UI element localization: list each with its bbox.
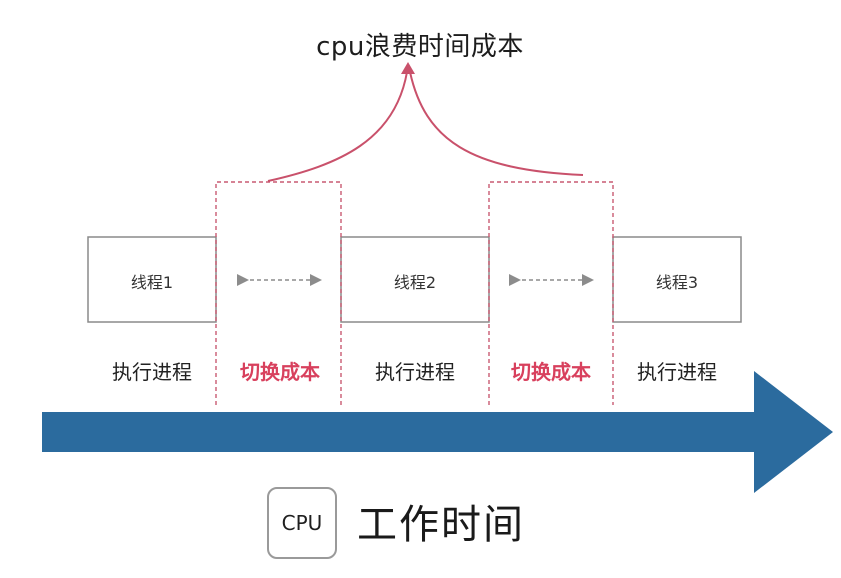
- thread-label-2: 线程2: [393, 273, 437, 292]
- thread-box-3: [612, 236, 742, 323]
- cpu-chip-icon: CPU: [267, 487, 337, 559]
- thread-label-1: 线程1: [130, 273, 174, 292]
- work-time-caption: 工作时间: [357, 502, 525, 548]
- phase-label-switch-1: 切换成本: [240, 360, 320, 384]
- thread-box-2: [340, 236, 490, 323]
- phase-label-exec-3: 执行进程: [637, 360, 717, 384]
- phase-label-exec-1: 执行进程: [112, 360, 192, 384]
- cpu-chip-label: CPU: [281, 511, 323, 535]
- waste-curve-right: [409, 71, 584, 176]
- switch-region-2: [488, 181, 614, 405]
- thread-box-1: [87, 236, 217, 323]
- waste-curve-arrowhead: [401, 62, 415, 74]
- thread-label-3: 线程3: [655, 273, 699, 292]
- phase-label-switch-2: 切换成本: [511, 360, 591, 384]
- phase-label-exec-2: 执行进程: [375, 360, 455, 384]
- waste-curve-left: [267, 71, 408, 182]
- timeline-arrow: [42, 371, 833, 493]
- cpu-waste-title: cpu浪费时间成本: [316, 32, 524, 62]
